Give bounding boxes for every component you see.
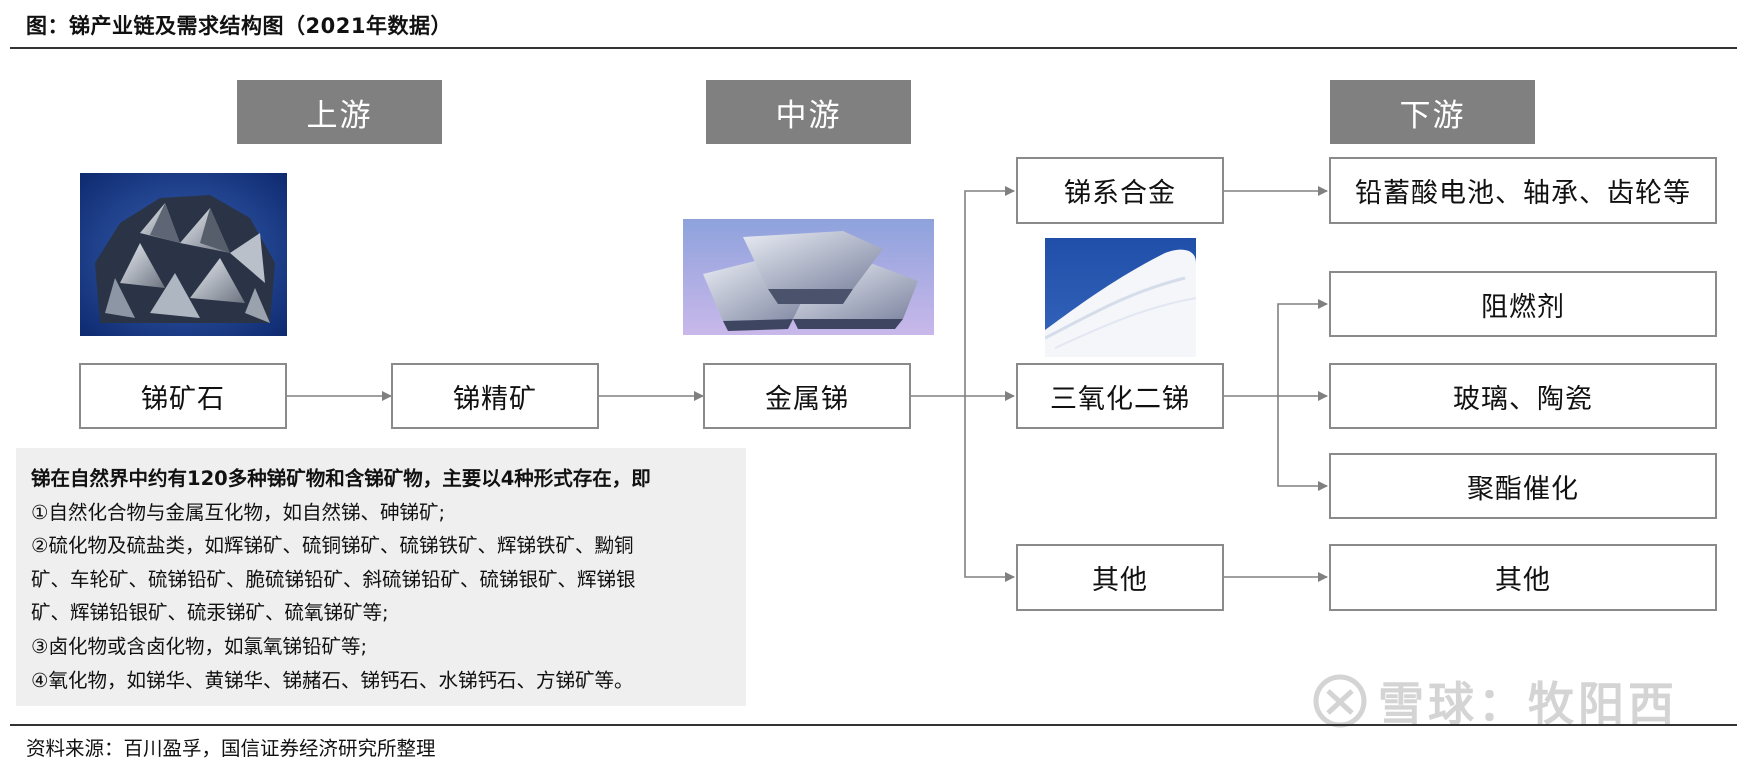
note-line: 锑在自然界中约有120多种锑矿物和含锑矿物，主要以4种形式存在，即 xyxy=(31,467,651,490)
stage-downstream: 下游 xyxy=(1330,80,1535,144)
node-other-downstream: 其他 xyxy=(1329,544,1717,611)
node-antimony-trioxide: 三氧化二锑 xyxy=(1016,363,1224,429)
node-antimony-metal: 金属锑 xyxy=(703,363,911,429)
node-battery-bearing-gear: 铅蓄酸电池、轴承、齿轮等 xyxy=(1329,157,1717,224)
note-line: ②硫化物及硫盐类，如辉锑矿、硫铜锑矿、硫锑铁矿、辉锑铁矿、黝铜 xyxy=(31,534,634,558)
note-line: 矿、车轮矿、硫锑铅矿、脆硫锑铅矿、斜硫锑铅矿、硫锑银矿、辉锑银 xyxy=(31,567,636,591)
node-other-products: 其他 xyxy=(1016,544,1224,611)
arrow-metal-to-alloy xyxy=(964,186,1015,396)
node-polyester-catalyst: 聚酯催化 xyxy=(1329,453,1717,519)
source-note: 资料来源：百川盈孚，国信证券经济研究所整理 xyxy=(26,737,436,760)
node-antimony-concentrate: 锑精矿 xyxy=(391,363,599,429)
stage-midstream: 中游 xyxy=(706,80,911,144)
note-line: ③卤化物或含卤化物，如氯氧锑铅矿等; xyxy=(31,634,368,658)
arrow-metal-to-other xyxy=(964,396,1015,582)
node-glass-ceramic: 玻璃、陶瓷 xyxy=(1329,363,1717,429)
mineral-forms-note: 锑在自然界中约有120多种锑矿物和含锑矿物，主要以4种形式存在，即 ①自然化合物… xyxy=(16,448,746,706)
node-antimony-alloy: 锑系合金 xyxy=(1016,157,1224,224)
arrow-trioxide-to-flame xyxy=(1277,299,1328,396)
node-antimony-ore: 锑矿石 xyxy=(79,363,287,429)
watermark: 雪球：牧阳西 xyxy=(1312,668,1678,734)
bottom-rule xyxy=(10,724,1737,726)
snowball-logo-icon xyxy=(1313,674,1367,728)
watermark-text: 雪球：牧阳西 xyxy=(1378,677,1678,731)
node-flame-retardant: 阻燃剂 xyxy=(1329,271,1717,337)
note-line: ①自然化合物与金属互化物，如自然锑、砷锑矿; xyxy=(31,500,446,524)
top-rule xyxy=(10,47,1737,49)
antimony-trioxide-powder-image xyxy=(1045,238,1196,357)
note-line: 矿、辉锑铅银矿、硫汞锑矿、硫氧锑矿等; xyxy=(31,601,389,625)
note-line: ④氧化物，如锑华、黄锑华、锑赭石、锑钙石、水锑钙石、方锑矿等。 xyxy=(31,668,634,692)
stage-upstream: 上游 xyxy=(237,80,442,144)
arrow-trioxide-to-catalyst xyxy=(1277,396,1328,491)
figure-title: 图：锑产业链及需求结构图（2021年数据） xyxy=(26,14,452,38)
antimony-ore-image xyxy=(80,173,287,336)
antimony-ingot-image xyxy=(683,219,934,335)
